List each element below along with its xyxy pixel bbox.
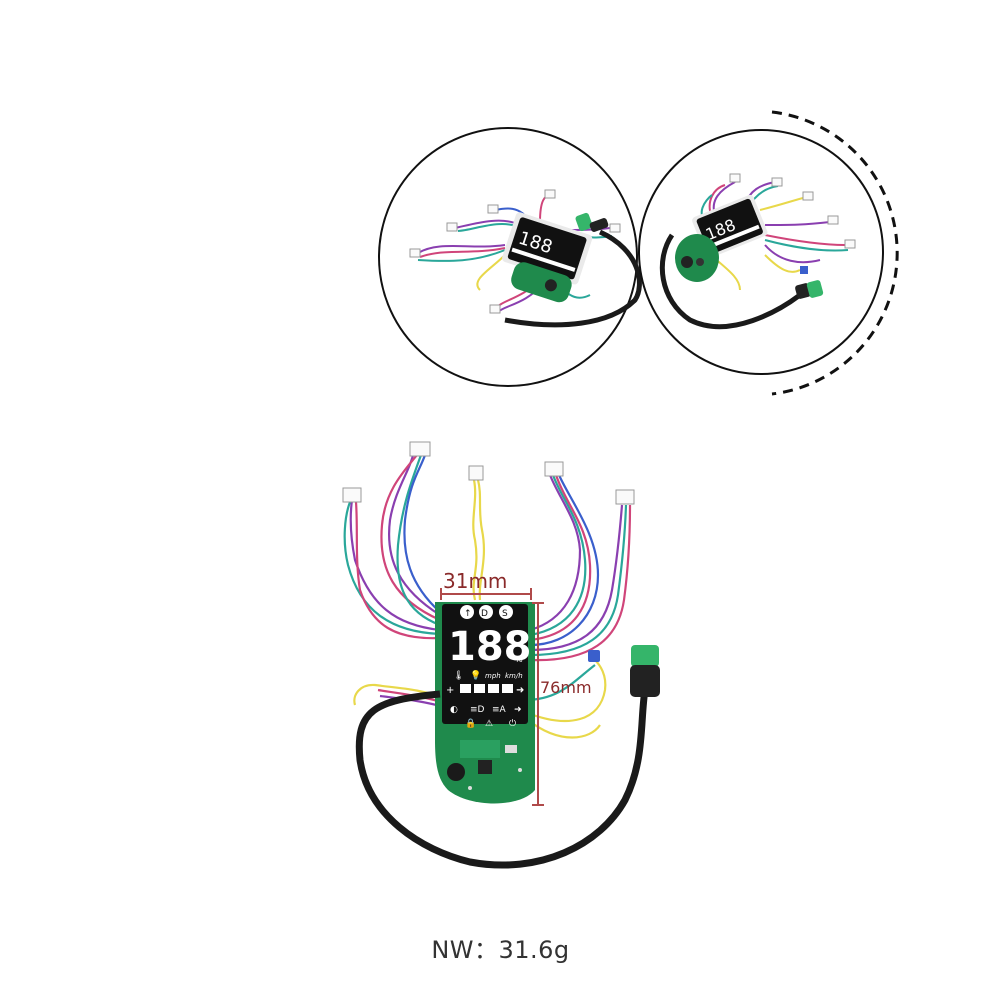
dimension-height: 76mm (532, 602, 592, 806)
lcd-percent: % (515, 655, 523, 664)
lcd-unit-kmh: km/h (505, 672, 523, 680)
width-label: 31mm (443, 569, 507, 593)
lcd-digits: 188 (448, 624, 532, 670)
svg-text:🔒: 🔒 (465, 718, 476, 729)
detail-circle-right: 188 (638, 110, 899, 396)
svg-text:↑: ↑ (464, 609, 472, 619)
svg-text:+: + (446, 685, 454, 696)
svg-text:≡A: ≡A (492, 705, 507, 715)
svg-text:⏻: ⏻ (509, 718, 516, 729)
detail-circle-left: 188 (378, 127, 642, 387)
svg-text:◐: ◐ (450, 705, 458, 715)
svg-text:➜: ➜ (514, 705, 522, 715)
lcd-unit-mph: mph (485, 672, 501, 680)
svg-text:⚠: ⚠ (485, 719, 493, 729)
svg-text:≡D: ≡D (470, 705, 485, 715)
lcd-mode-d: D (481, 609, 488, 619)
svg-text:➜: ➜ (516, 685, 524, 696)
svg-text:🌡: 🌡 (453, 670, 464, 681)
svg-text:💡: 💡 (470, 669, 481, 681)
main-product: ↑ D S 188 % 🌡 💡 mph km/h + ➜ ◐ ≡D ≡A ➜ 🔒… (342, 441, 660, 869)
lcd-mode-s: S (502, 609, 508, 619)
dimension-width: 31mm (440, 569, 532, 600)
net-weight-label: NW：31.6g (431, 936, 570, 964)
height-label: 76mm (540, 678, 592, 697)
